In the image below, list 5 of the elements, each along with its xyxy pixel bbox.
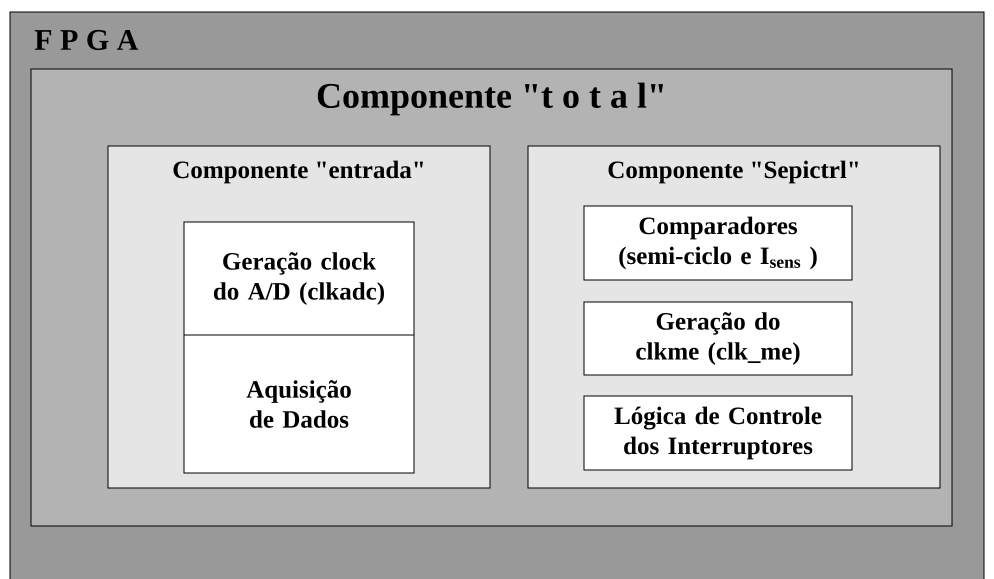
block-box: Geração do clkme (clk_me) (584, 302, 852, 376)
block-box: Geração clock do A/D (clkadc) (184, 222, 414, 336)
block-box: Aquisição de Dados (184, 334, 414, 474)
block-box: Lógica de Controle dos Interruptores (584, 396, 852, 470)
block-box: Comparadores (semi-ciclo e I$_{sens}$ ) (584, 206, 852, 280)
